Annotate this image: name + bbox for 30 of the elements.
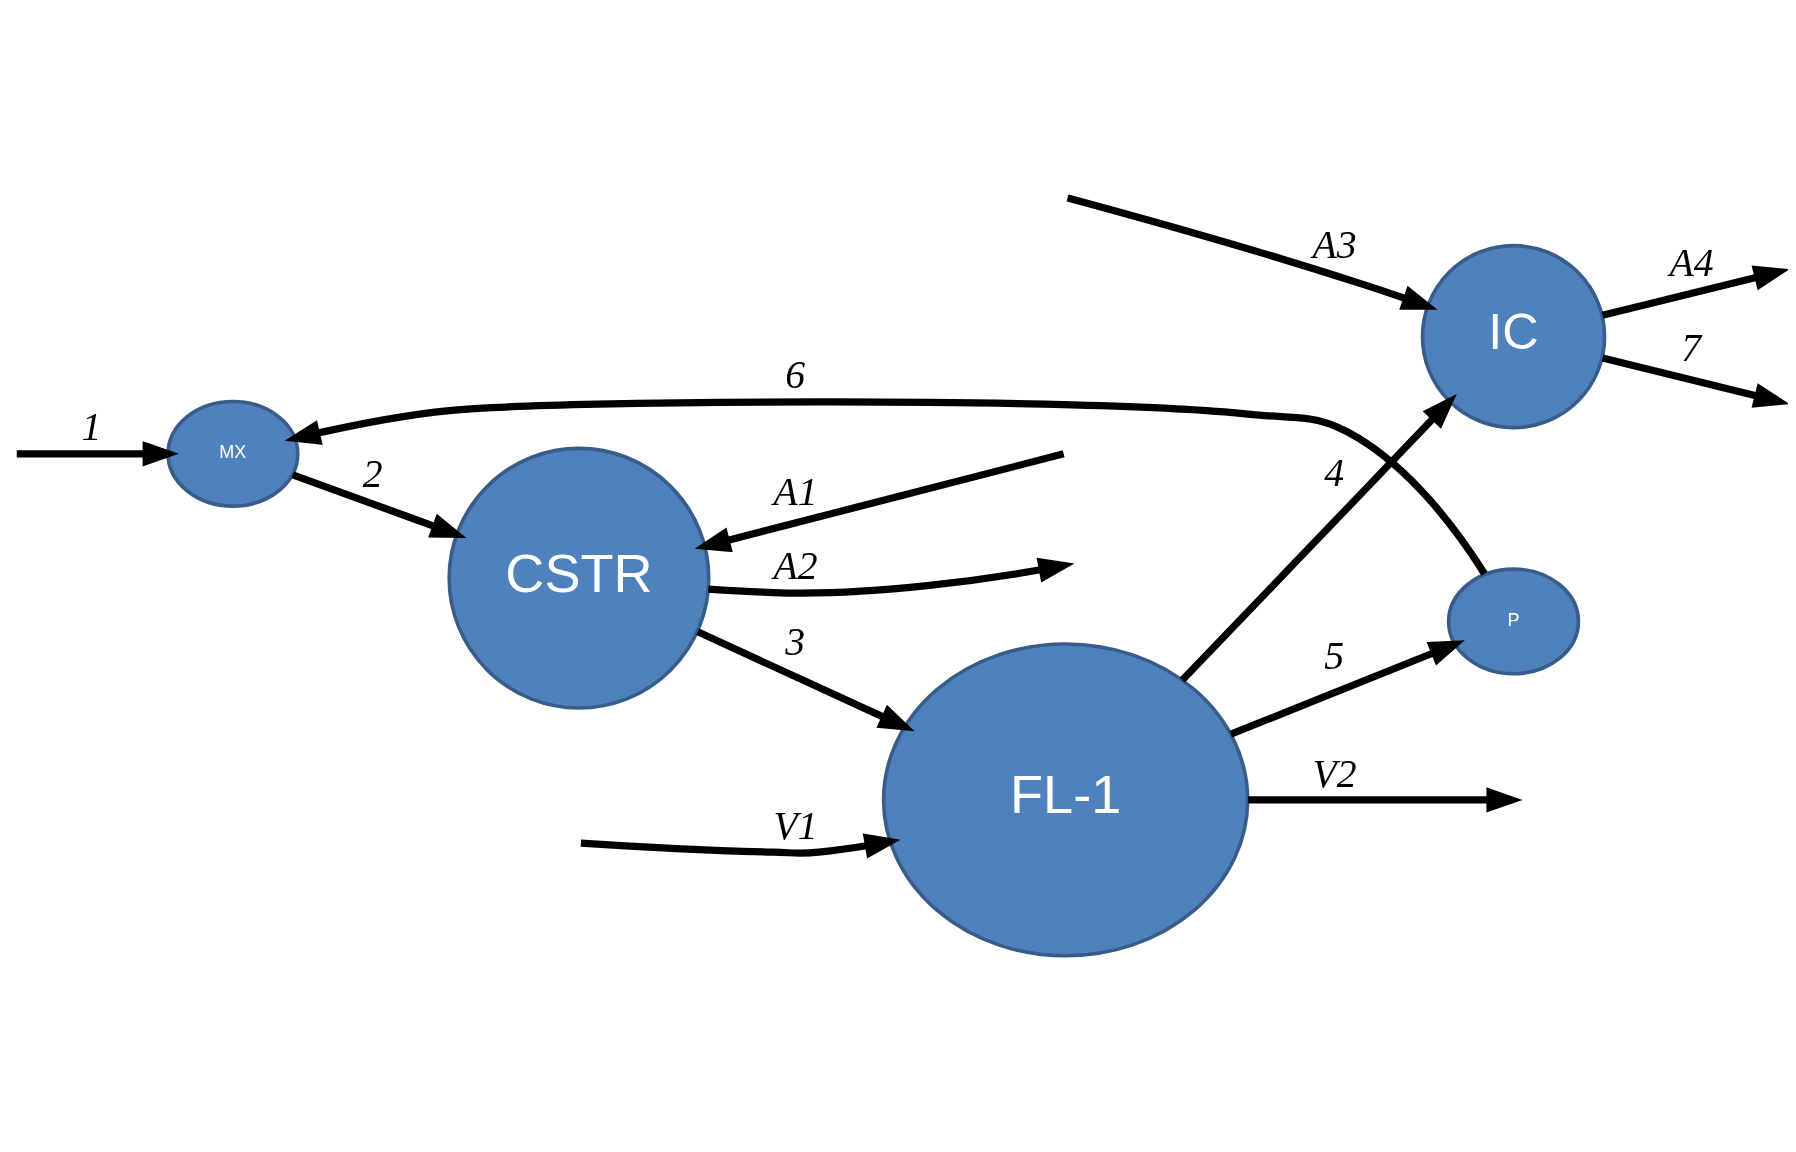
- edge-label: A2: [773, 543, 818, 588]
- arrow: [16, 440, 179, 466]
- edge-label: 1: [81, 404, 102, 449]
- arrow: [580, 833, 901, 858]
- arrow: [1066, 193, 1438, 310]
- arrow: [284, 397, 1488, 576]
- edge-label: V1: [773, 803, 818, 848]
- edge-label: A4: [1669, 240, 1714, 285]
- arrow: [696, 628, 915, 731]
- edge-label: 2: [362, 451, 383, 496]
- node-circle: CSTR: [447, 446, 711, 710]
- edge-label: V2: [1312, 751, 1357, 796]
- arrow: [1601, 354, 1788, 408]
- edge-label: 4: [1324, 450, 1345, 495]
- node-ellipse: P: [1446, 566, 1581, 675]
- arrow: [708, 557, 1075, 597]
- arrow: [694, 449, 1065, 552]
- arrow: [291, 471, 467, 538]
- edge-label: 3: [785, 619, 806, 664]
- edge-label: 6: [785, 352, 806, 397]
- node-ellipse: FL-1: [881, 641, 1250, 958]
- node-ellipse: MX: [166, 399, 300, 508]
- arrow: [1179, 393, 1457, 682]
- edge-label: 5: [1324, 633, 1345, 678]
- arrow: [1248, 786, 1523, 813]
- edge-label: A1: [773, 469, 818, 514]
- edge-label: 7: [1681, 325, 1701, 370]
- arrow: [1601, 265, 1788, 319]
- edge-label: A3: [1312, 222, 1357, 267]
- arrow: [1229, 639, 1465, 738]
